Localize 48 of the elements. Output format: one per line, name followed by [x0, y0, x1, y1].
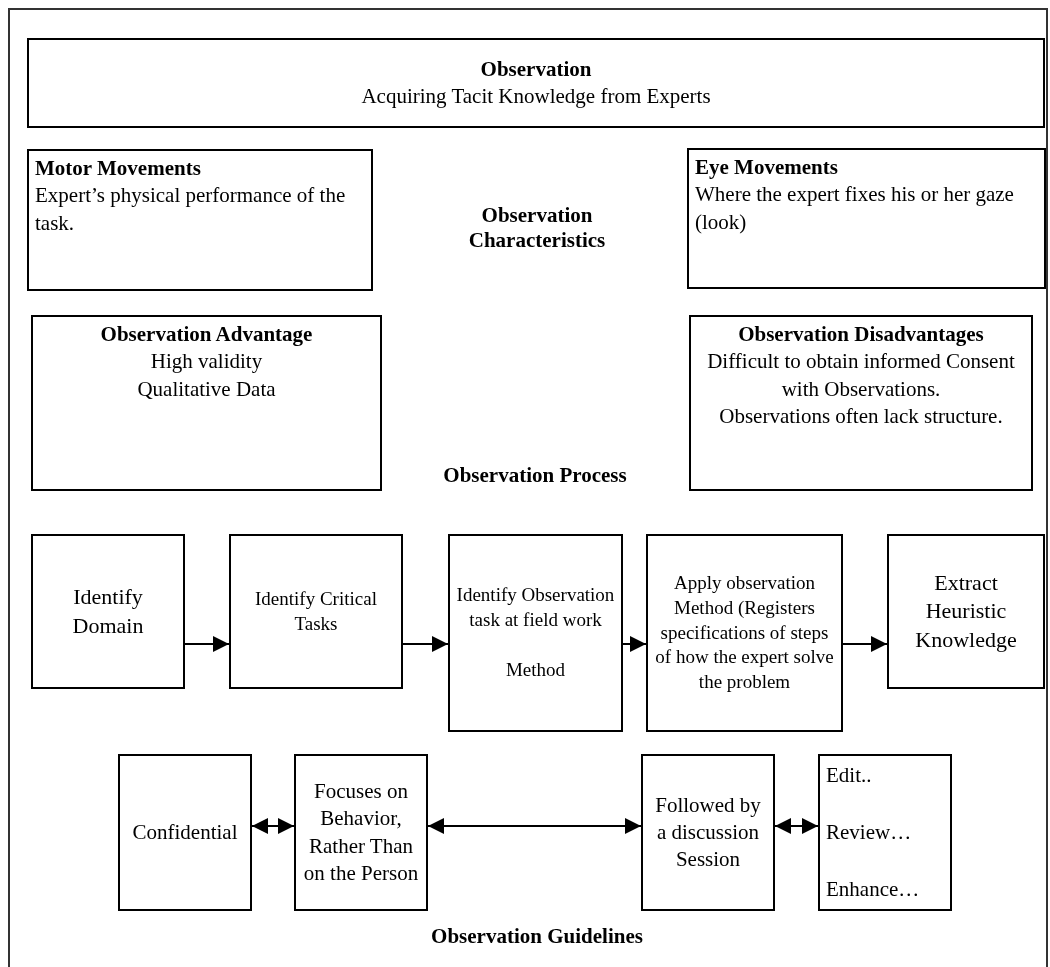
box-text: Difficult to obtain informed Consent with Observations.	[706, 348, 1016, 403]
box-text: Expert’s physical performance of the task.	[35, 182, 347, 237]
box-text: Enhance…	[826, 876, 921, 904]
process-box	[641, 754, 775, 911]
box-heading: Observation Advantage	[99, 321, 314, 348]
arrow	[842, 636, 888, 652]
process-box	[294, 754, 428, 911]
process-box	[818, 754, 952, 911]
box-text: Acquiring Tacit Knowledge from Experts	[360, 83, 712, 110]
box-heading: Observation	[479, 55, 593, 83]
arrow	[402, 636, 449, 652]
info-box	[27, 38, 1045, 128]
box-text: Identify Critical Tasks	[254, 586, 378, 636]
box-text: Apply observation Method (Registers specifications of steps of how the expert solve the problem	[654, 571, 835, 695]
info-box	[31, 315, 382, 491]
section-label: Observation Process	[443, 463, 627, 488]
box-text: Extract Heuristic Knowledge	[914, 568, 1018, 654]
process-box	[118, 754, 252, 911]
arrow	[774, 818, 819, 834]
box-text: Method	[504, 658, 567, 683]
section-label: Observation Characteristics	[467, 203, 607, 253]
info-box	[27, 149, 373, 291]
arrow	[427, 818, 642, 834]
info-box	[689, 315, 1033, 491]
box-text: Review…	[826, 818, 913, 846]
box-text: Qualitative Data	[136, 375, 277, 403]
process-box	[229, 534, 403, 689]
process-box	[31, 534, 185, 689]
box-heading: Motor Movements	[35, 155, 202, 182]
box-text: Identify Observation task at field work	[456, 582, 615, 632]
box-text: High validity	[149, 348, 264, 376]
box-text: Followed by a discussion Session	[654, 791, 762, 874]
box-text: Edit..	[826, 761, 873, 789]
box-heading: Observation Disadvantages	[737, 321, 985, 348]
arrow	[184, 636, 230, 652]
box-text: Focuses on Behavior, Rather Than on the Person	[302, 777, 420, 887]
box-text: Confidential	[131, 818, 239, 846]
process-box	[448, 534, 623, 732]
arrow	[251, 818, 295, 834]
info-box	[687, 148, 1046, 289]
process-box	[887, 534, 1045, 689]
process-box	[646, 534, 843, 732]
box-text: Where the expert fixes his or her gaze (look)	[695, 181, 1015, 236]
arrow	[622, 636, 647, 652]
box-text: Observations often lack structure.	[718, 402, 1004, 430]
section-label: Observation Guidelines	[431, 924, 643, 949]
box-text: Identify Domain	[71, 582, 145, 640]
box-heading: Eye Movements	[695, 154, 839, 181]
